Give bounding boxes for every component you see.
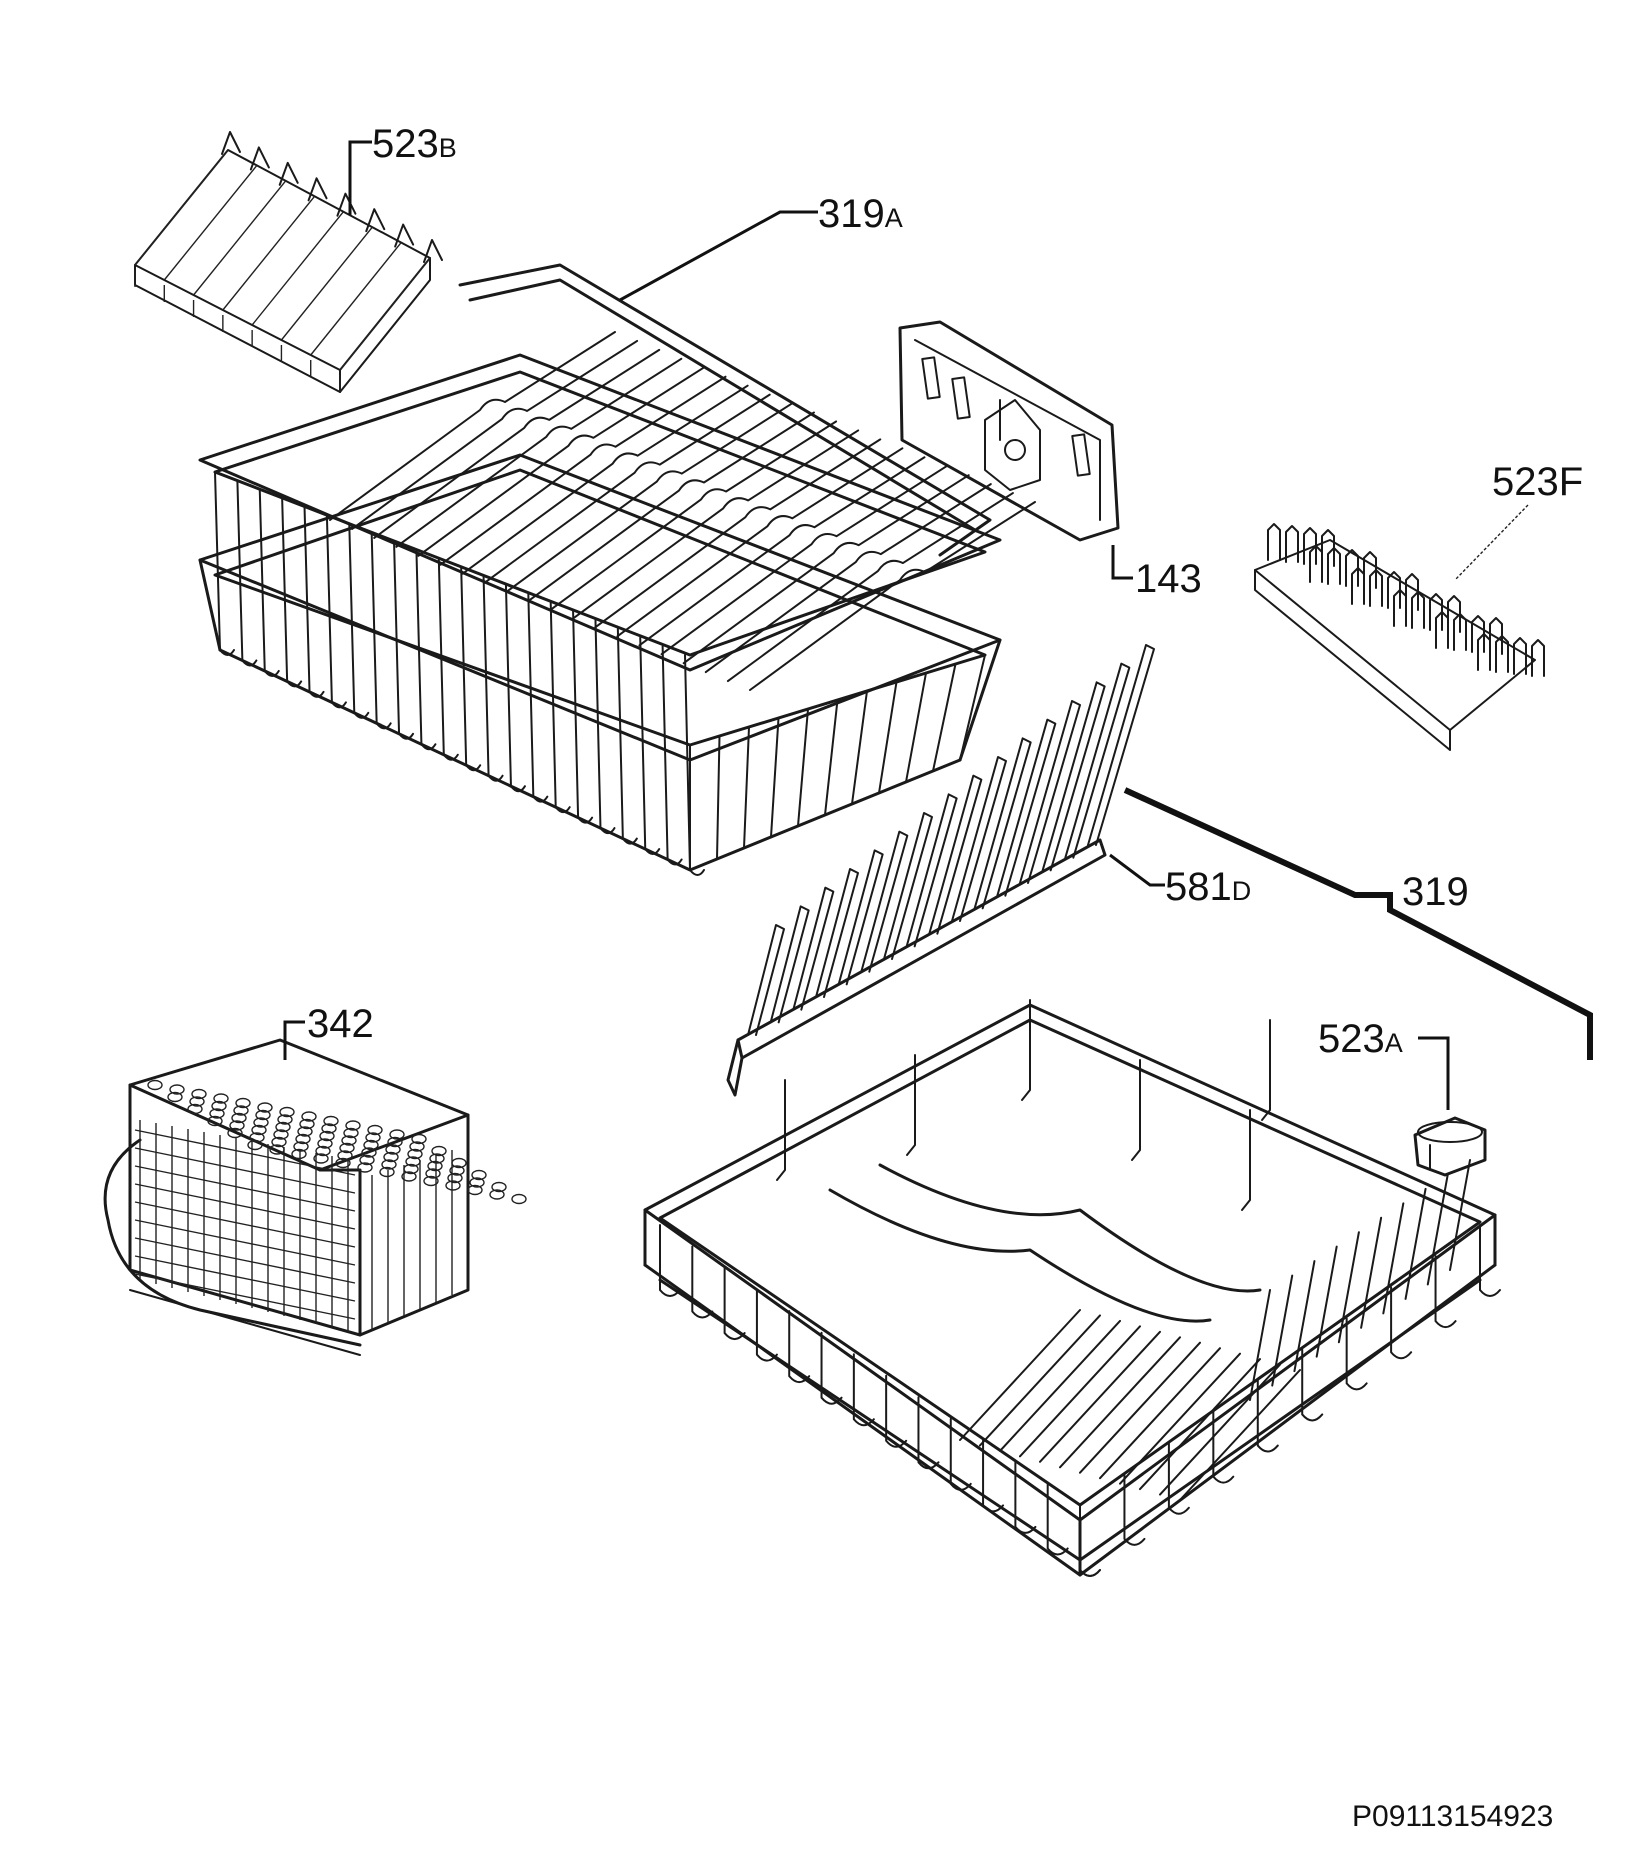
- drawing-code: P09113154923: [1352, 1800, 1554, 1833]
- label-319: 319: [1402, 870, 1469, 914]
- part-319-lower-basket: [643, 999, 1501, 1577]
- label-523a: 523A: [1318, 1017, 1403, 1061]
- leader-523f: [1454, 504, 1529, 581]
- label-342: 342: [307, 1002, 374, 1046]
- leader-319a: [619, 210, 818, 302]
- label-581d: 581D: [1165, 865, 1251, 909]
- part-523f-pin-rack: [1254, 523, 1545, 751]
- leader-523a: [1418, 1036, 1450, 1110]
- label-523f: 523F: [1492, 460, 1583, 504]
- part-342-cutlery-basket: [103, 1038, 527, 1356]
- leader-143: [1111, 545, 1133, 580]
- leader-342: [283, 1020, 305, 1060]
- part-523b-cup-rack: [134, 131, 443, 393]
- leader-523b: [348, 140, 372, 215]
- part-581d-tine-rack: [726, 644, 1155, 1097]
- part-143-bracket: [898, 320, 1120, 542]
- label-143: 143: [1135, 557, 1202, 601]
- label-319a: 319A: [818, 192, 903, 236]
- part-523a-clip: [1413, 1116, 1487, 1177]
- leader-319[interactable]: [1123, 787, 1593, 1060]
- label-523b: 523B: [372, 122, 457, 166]
- part-319a-upper-basket: [198, 263, 1036, 876]
- leader-581d: [1109, 853, 1165, 887]
